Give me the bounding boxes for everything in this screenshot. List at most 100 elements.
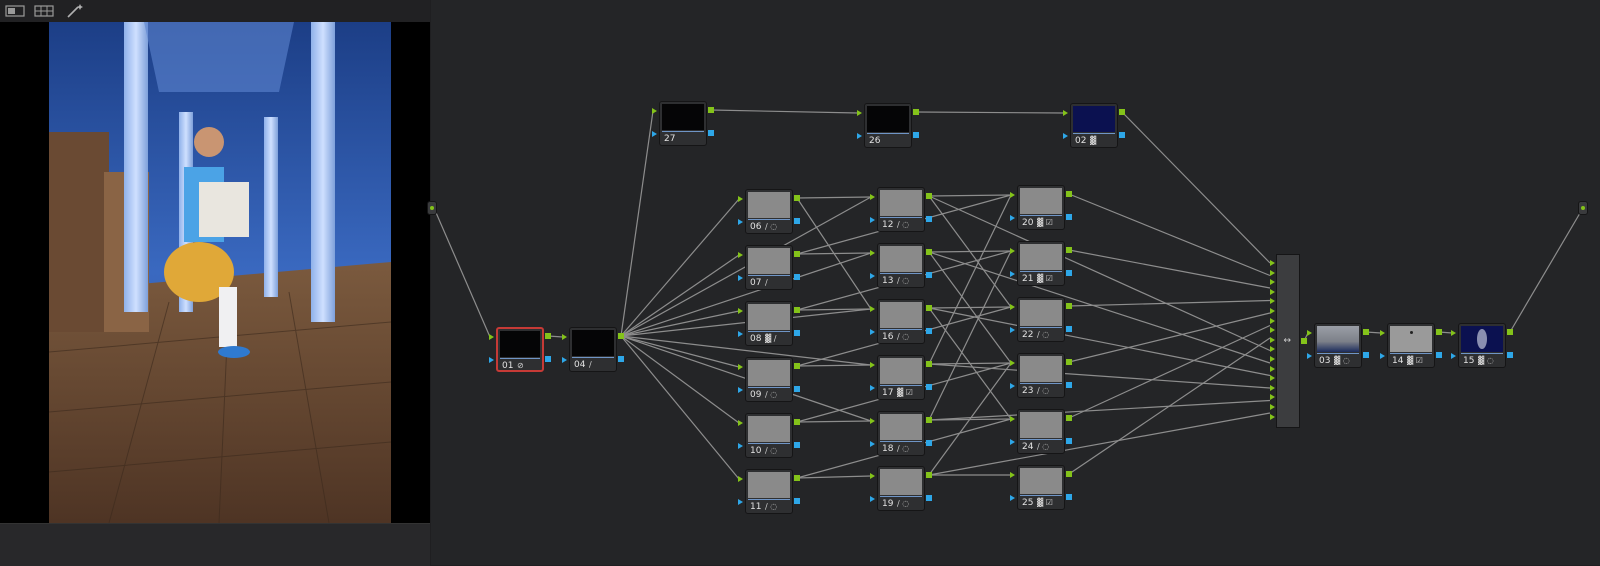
input-rgb-port[interactable]	[870, 250, 875, 256]
mixer-input-port[interactable]	[1270, 394, 1275, 401]
input-rgb-port[interactable]	[1063, 110, 1068, 116]
input-key-port[interactable]	[1010, 383, 1015, 389]
node-17[interactable]: 17 ▓ ☑	[877, 355, 925, 400]
output-key-port[interactable]	[926, 495, 932, 501]
node-27[interactable]: 27	[659, 101, 707, 146]
output-key-port[interactable]	[1363, 352, 1369, 358]
input-rgb-port[interactable]	[738, 252, 743, 258]
input-rgb-port[interactable]	[870, 306, 875, 312]
node-09[interactable]: 09 ∕ ◌	[745, 357, 793, 402]
output-key-port[interactable]	[545, 356, 551, 362]
output-key-port[interactable]	[1066, 270, 1072, 276]
output-rgb-port[interactable]	[926, 305, 932, 311]
node-07[interactable]: 07 ∕	[745, 245, 793, 290]
layer-mixer-node[interactable]: ↕	[1276, 254, 1300, 428]
node-14[interactable]: 14 ▓ ☑	[1387, 323, 1435, 368]
mixer-input-port[interactable]	[1270, 308, 1275, 314]
input-key-port[interactable]	[1010, 215, 1015, 221]
input-rgb-port[interactable]	[1010, 416, 1015, 422]
input-key-port[interactable]	[489, 357, 494, 363]
output-key-port[interactable]	[1066, 438, 1072, 444]
mixer-input-port[interactable]	[1270, 384, 1275, 391]
node-24[interactable]: 24 ∕ ◌	[1017, 409, 1065, 454]
input-key-port[interactable]	[738, 275, 743, 281]
output-key-port[interactable]	[794, 442, 800, 448]
output-key-port[interactable]	[1066, 214, 1072, 220]
input-rgb-port[interactable]	[562, 334, 567, 340]
output-rgb-port[interactable]	[1066, 415, 1072, 421]
input-key-port[interactable]	[1380, 353, 1385, 359]
mixer-input-port[interactable]	[1270, 404, 1275, 410]
input-key-port[interactable]	[1451, 353, 1456, 359]
output-key-port[interactable]	[926, 440, 932, 446]
input-key-port[interactable]	[870, 273, 875, 279]
input-rgb-port[interactable]	[1010, 360, 1015, 366]
output-key-port[interactable]	[1436, 352, 1442, 358]
output-rgb-port[interactable]	[794, 475, 800, 481]
mixer-input-port[interactable]	[1270, 298, 1275, 305]
output-rgb-port[interactable]	[708, 107, 714, 113]
node-11[interactable]: 11 ∕ ◌	[745, 469, 793, 514]
output-rgb-port[interactable]	[1363, 329, 1369, 335]
node-21[interactable]: 21 ▓ ☑	[1017, 241, 1065, 286]
input-key-port[interactable]	[870, 496, 875, 502]
node-18[interactable]: 18 ∕ ◌	[877, 411, 925, 456]
output-rgb-port[interactable]	[926, 361, 932, 367]
output-key-port[interactable]	[794, 218, 800, 224]
node-15[interactable]: 15 ▓ ◌	[1458, 323, 1506, 368]
node-graph[interactable]: 01 ⊘04 ∕27 26 02 ▓06 ∕ ◌07 ∕08 ▓ ∕09 ∕ ◌…	[427, 0, 1600, 565]
output-key-port[interactable]	[794, 498, 800, 504]
mixer-input-port[interactable]	[1270, 260, 1275, 266]
mixer-input-port[interactable]	[1270, 269, 1275, 276]
output-rgb-port[interactable]	[926, 417, 932, 423]
grid-viewer-icon[interactable]	[33, 3, 55, 19]
input-key-port[interactable]	[870, 441, 875, 447]
input-key-port[interactable]	[870, 385, 875, 391]
node-16[interactable]: 16 ∕ ◌	[877, 299, 925, 344]
node-03[interactable]: 03 ▓ ◌	[1314, 323, 1362, 368]
input-rgb-port[interactable]	[1010, 472, 1015, 478]
input-rgb-port[interactable]	[1010, 192, 1015, 198]
input-rgb-port[interactable]	[738, 364, 743, 370]
input-key-port[interactable]	[870, 329, 875, 335]
input-rgb-port[interactable]	[870, 362, 875, 368]
input-rgb-port[interactable]	[870, 194, 875, 200]
mixer-input-port[interactable]	[1270, 317, 1275, 324]
mixer-input-port[interactable]	[1270, 327, 1275, 334]
input-rgb-port[interactable]	[1307, 330, 1312, 336]
output-key-port[interactable]	[1066, 326, 1072, 332]
output-key-port[interactable]	[926, 384, 932, 390]
output-rgb-port[interactable]	[1066, 303, 1072, 309]
input-rgb-port[interactable]	[857, 110, 862, 116]
output-rgb-port[interactable]	[794, 419, 800, 425]
output-key-port[interactable]	[794, 386, 800, 392]
output-key-port[interactable]	[794, 274, 800, 280]
output-key-port[interactable]	[926, 216, 932, 222]
input-key-port[interactable]	[1307, 353, 1312, 359]
output-rgb-port[interactable]	[545, 333, 551, 339]
node-13[interactable]: 13 ∕ ◌	[877, 243, 925, 288]
input-key-port[interactable]	[738, 443, 743, 449]
output-rgb-port[interactable]	[1066, 471, 1072, 477]
node-22[interactable]: 22 ∕ ◌	[1017, 297, 1065, 342]
mixer-output-port[interactable]	[1301, 338, 1307, 344]
output-key-port[interactable]	[1066, 494, 1072, 500]
input-key-port[interactable]	[738, 219, 743, 225]
mixer-input-port[interactable]	[1270, 413, 1275, 420]
input-key-port[interactable]	[562, 357, 567, 363]
output-key-port[interactable]	[926, 272, 932, 278]
magic-wand-icon[interactable]	[64, 3, 86, 19]
single-viewer-icon[interactable]	[4, 3, 26, 19]
input-rgb-port[interactable]	[738, 420, 743, 426]
node-06[interactable]: 06 ∕ ◌	[745, 189, 793, 234]
node-04[interactable]: 04 ∕	[569, 327, 617, 372]
output-key-port[interactable]	[1119, 132, 1125, 138]
node-02[interactable]: 02 ▓	[1070, 103, 1118, 148]
mixer-input-port[interactable]	[1270, 375, 1275, 382]
output-rgb-port[interactable]	[1507, 329, 1513, 335]
output-rgb-port[interactable]	[926, 193, 932, 199]
output-key-port[interactable]	[926, 328, 932, 334]
mixer-input-port[interactable]	[1270, 365, 1275, 372]
output-rgb-port[interactable]	[1119, 109, 1125, 115]
input-rgb-port[interactable]	[1010, 304, 1015, 310]
